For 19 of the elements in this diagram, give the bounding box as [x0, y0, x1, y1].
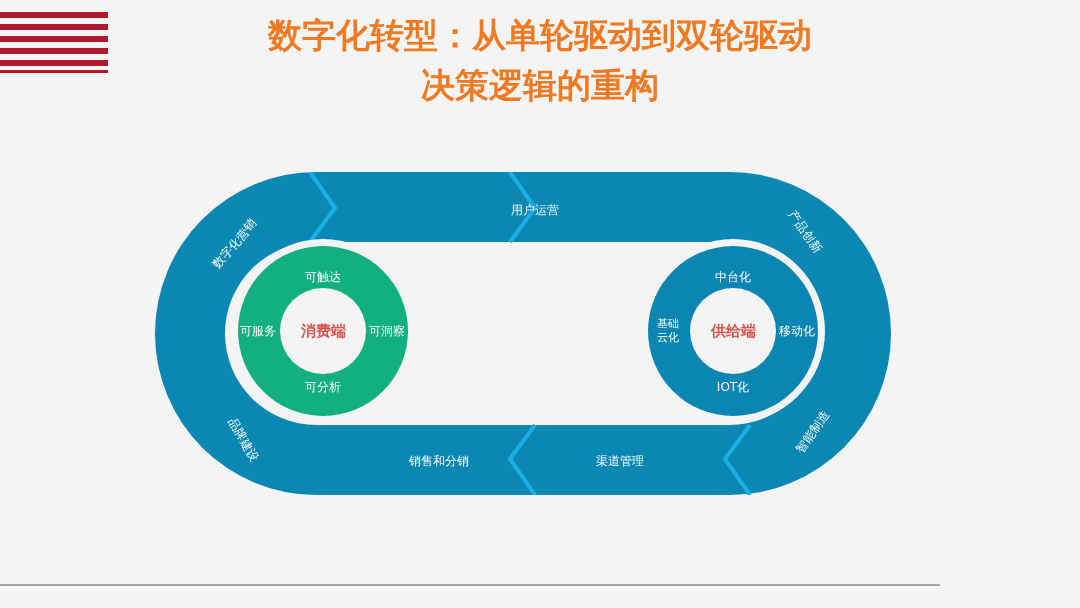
- segment-label: 智能制造: [792, 407, 834, 457]
- ring-label: IOT化: [716, 379, 750, 395]
- ring-label: 移动化: [779, 323, 815, 339]
- ring-label: 中台化: [715, 269, 751, 285]
- track-band: [155, 172, 891, 495]
- center-label: 消费端: [300, 321, 346, 341]
- ring-label: 可分析: [305, 379, 341, 395]
- segment-label: 用户运营: [511, 201, 559, 219]
- segment-label: 销售和分销: [409, 452, 469, 470]
- segment-label: 产品创新: [784, 207, 826, 257]
- segment-label: 品牌建设: [224, 414, 263, 466]
- segment-label: 渠道管理: [596, 452, 644, 470]
- ring-label: 可服务: [240, 323, 276, 339]
- segment-label: 数字化营销: [209, 215, 261, 273]
- title: 数字化转型：从单轮驱动到双轮驱动决策逻辑的重构: [266, 14, 813, 107]
- ring-label: 可洞察: [369, 323, 405, 339]
- center-label: 供给端: [710, 321, 756, 341]
- ring-label: 可触达: [305, 269, 341, 285]
- ring-label: 基础云化: [656, 317, 680, 345]
